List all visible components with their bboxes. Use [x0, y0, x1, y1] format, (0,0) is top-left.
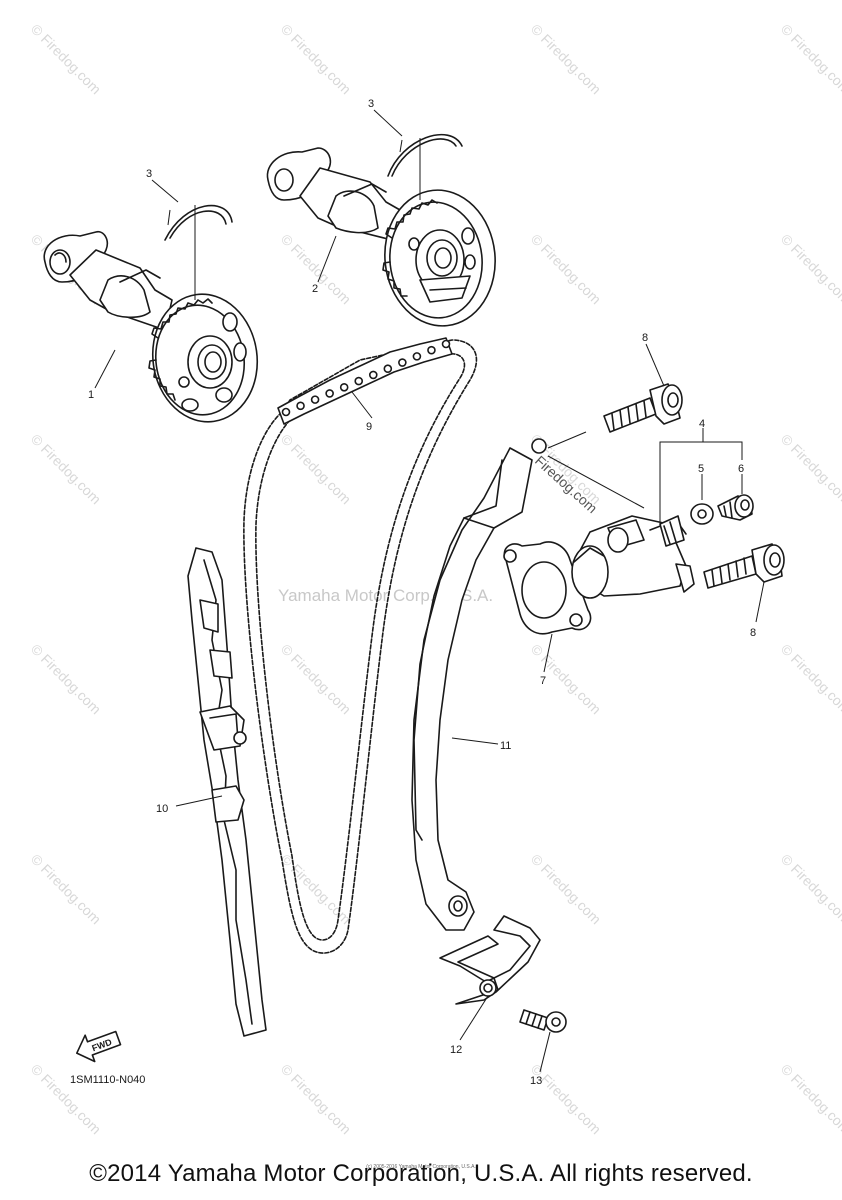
- callout-9: 9: [366, 421, 372, 433]
- callout-5: 5: [698, 463, 704, 475]
- callout-10: 10: [156, 803, 168, 815]
- watermark-tile: © Firedog.com: [28, 641, 104, 717]
- o-ring: [531, 438, 547, 454]
- watermark-tile: © Firedog.com: [528, 1061, 604, 1137]
- footer-small-print: (c) 2005-2016 Yamaha Motor Corporation, …: [366, 1164, 476, 1170]
- screw-13: [519, 1009, 567, 1033]
- washer-5: [690, 503, 714, 525]
- circlip-3-left: [164, 204, 233, 241]
- chain-link-pin: [310, 395, 320, 404]
- camshaft-1: [43, 230, 259, 423]
- chain-link-pin: [412, 352, 422, 361]
- callout-8-upper: 8: [642, 332, 648, 344]
- chain-link-pin: [427, 345, 436, 355]
- watermark-tile: © Firedog.com: [528, 231, 604, 307]
- callout-7: 7: [540, 675, 546, 687]
- chain-link-pin: [281, 407, 291, 417]
- watermark-tile: © Firedog.com: [778, 231, 842, 307]
- chain-link-pin: [325, 389, 334, 398]
- callout-2: 2: [312, 283, 318, 295]
- chain-guide-10: [187, 547, 267, 1037]
- callout-12: 12: [450, 1044, 462, 1056]
- watermark-tile: © Firedog.com: [278, 231, 354, 307]
- chain-link-pin: [339, 382, 349, 392]
- diagram-code: 1SM1110-N040: [70, 1074, 145, 1086]
- watermark-tile: © Firedog.com: [528, 851, 604, 927]
- fwd-arrow: FWD: [75, 1030, 122, 1063]
- callout-3-left: 3: [146, 168, 152, 180]
- watermark-tile: © Firedog.com: [778, 21, 842, 97]
- watermark-tile: © Firedog.com: [778, 1061, 842, 1137]
- callout-4: 4: [699, 418, 705, 430]
- chain-link-pin: [354, 376, 364, 386]
- watermark-tile: © Firedog.com: [278, 21, 354, 97]
- chain-link-pin: [368, 370, 378, 380]
- callout-11: 11: [500, 740, 511, 752]
- bracket-12: [439, 915, 541, 1005]
- chain-link-pin: [398, 358, 407, 367]
- chain-tensioner: [503, 515, 695, 635]
- plug-6: [717, 494, 754, 521]
- watermark-tile: © Firedog.com: [278, 641, 354, 717]
- watermark-tile: © Firedog.com: [28, 1061, 104, 1137]
- callout-8-lower: 8: [750, 627, 756, 639]
- watermark-tile: © Firedog.com: [28, 851, 104, 927]
- bolt-8-upper: [603, 383, 683, 433]
- chain-link-pin: [383, 364, 393, 374]
- chain-guide-11: [411, 447, 533, 931]
- watermark-tile: © Firedog.com: [28, 431, 104, 507]
- callout-1: 1: [88, 389, 94, 401]
- camshaft-2: [266, 147, 496, 327]
- watermark-tile: © Firedog.com: [28, 21, 104, 97]
- watermark-tile: © Firedog.com: [278, 431, 354, 507]
- cam-chain: [243, 337, 478, 954]
- watermark-tile: © Firedog.com: [278, 1061, 354, 1137]
- callout-6: 6: [738, 463, 744, 475]
- circlip-3-right: [387, 134, 463, 177]
- chain-link-pin: [441, 339, 451, 349]
- callout-13: 13: [530, 1075, 542, 1087]
- leader-lines: [94, 109, 765, 1073]
- chain-link-pin: [296, 401, 305, 411]
- bolt-8-lower: [703, 543, 785, 589]
- watermark-tile: © Firedog.com: [778, 431, 842, 507]
- watermark-tile: © Firedog.com: [778, 851, 842, 927]
- callouts: 1 2 3 3 4 5 6 7 8 8 9 10 11 12 13: [88, 98, 756, 1087]
- watermark-tile: © Firedog.com: [528, 21, 604, 97]
- watermark-tile: © Firedog.com: [778, 641, 842, 717]
- copyright-footer: ©2014 Yamaha Motor Corporation, U.S.A. A…: [89, 1160, 753, 1187]
- callout-3-right: 3: [368, 98, 374, 110]
